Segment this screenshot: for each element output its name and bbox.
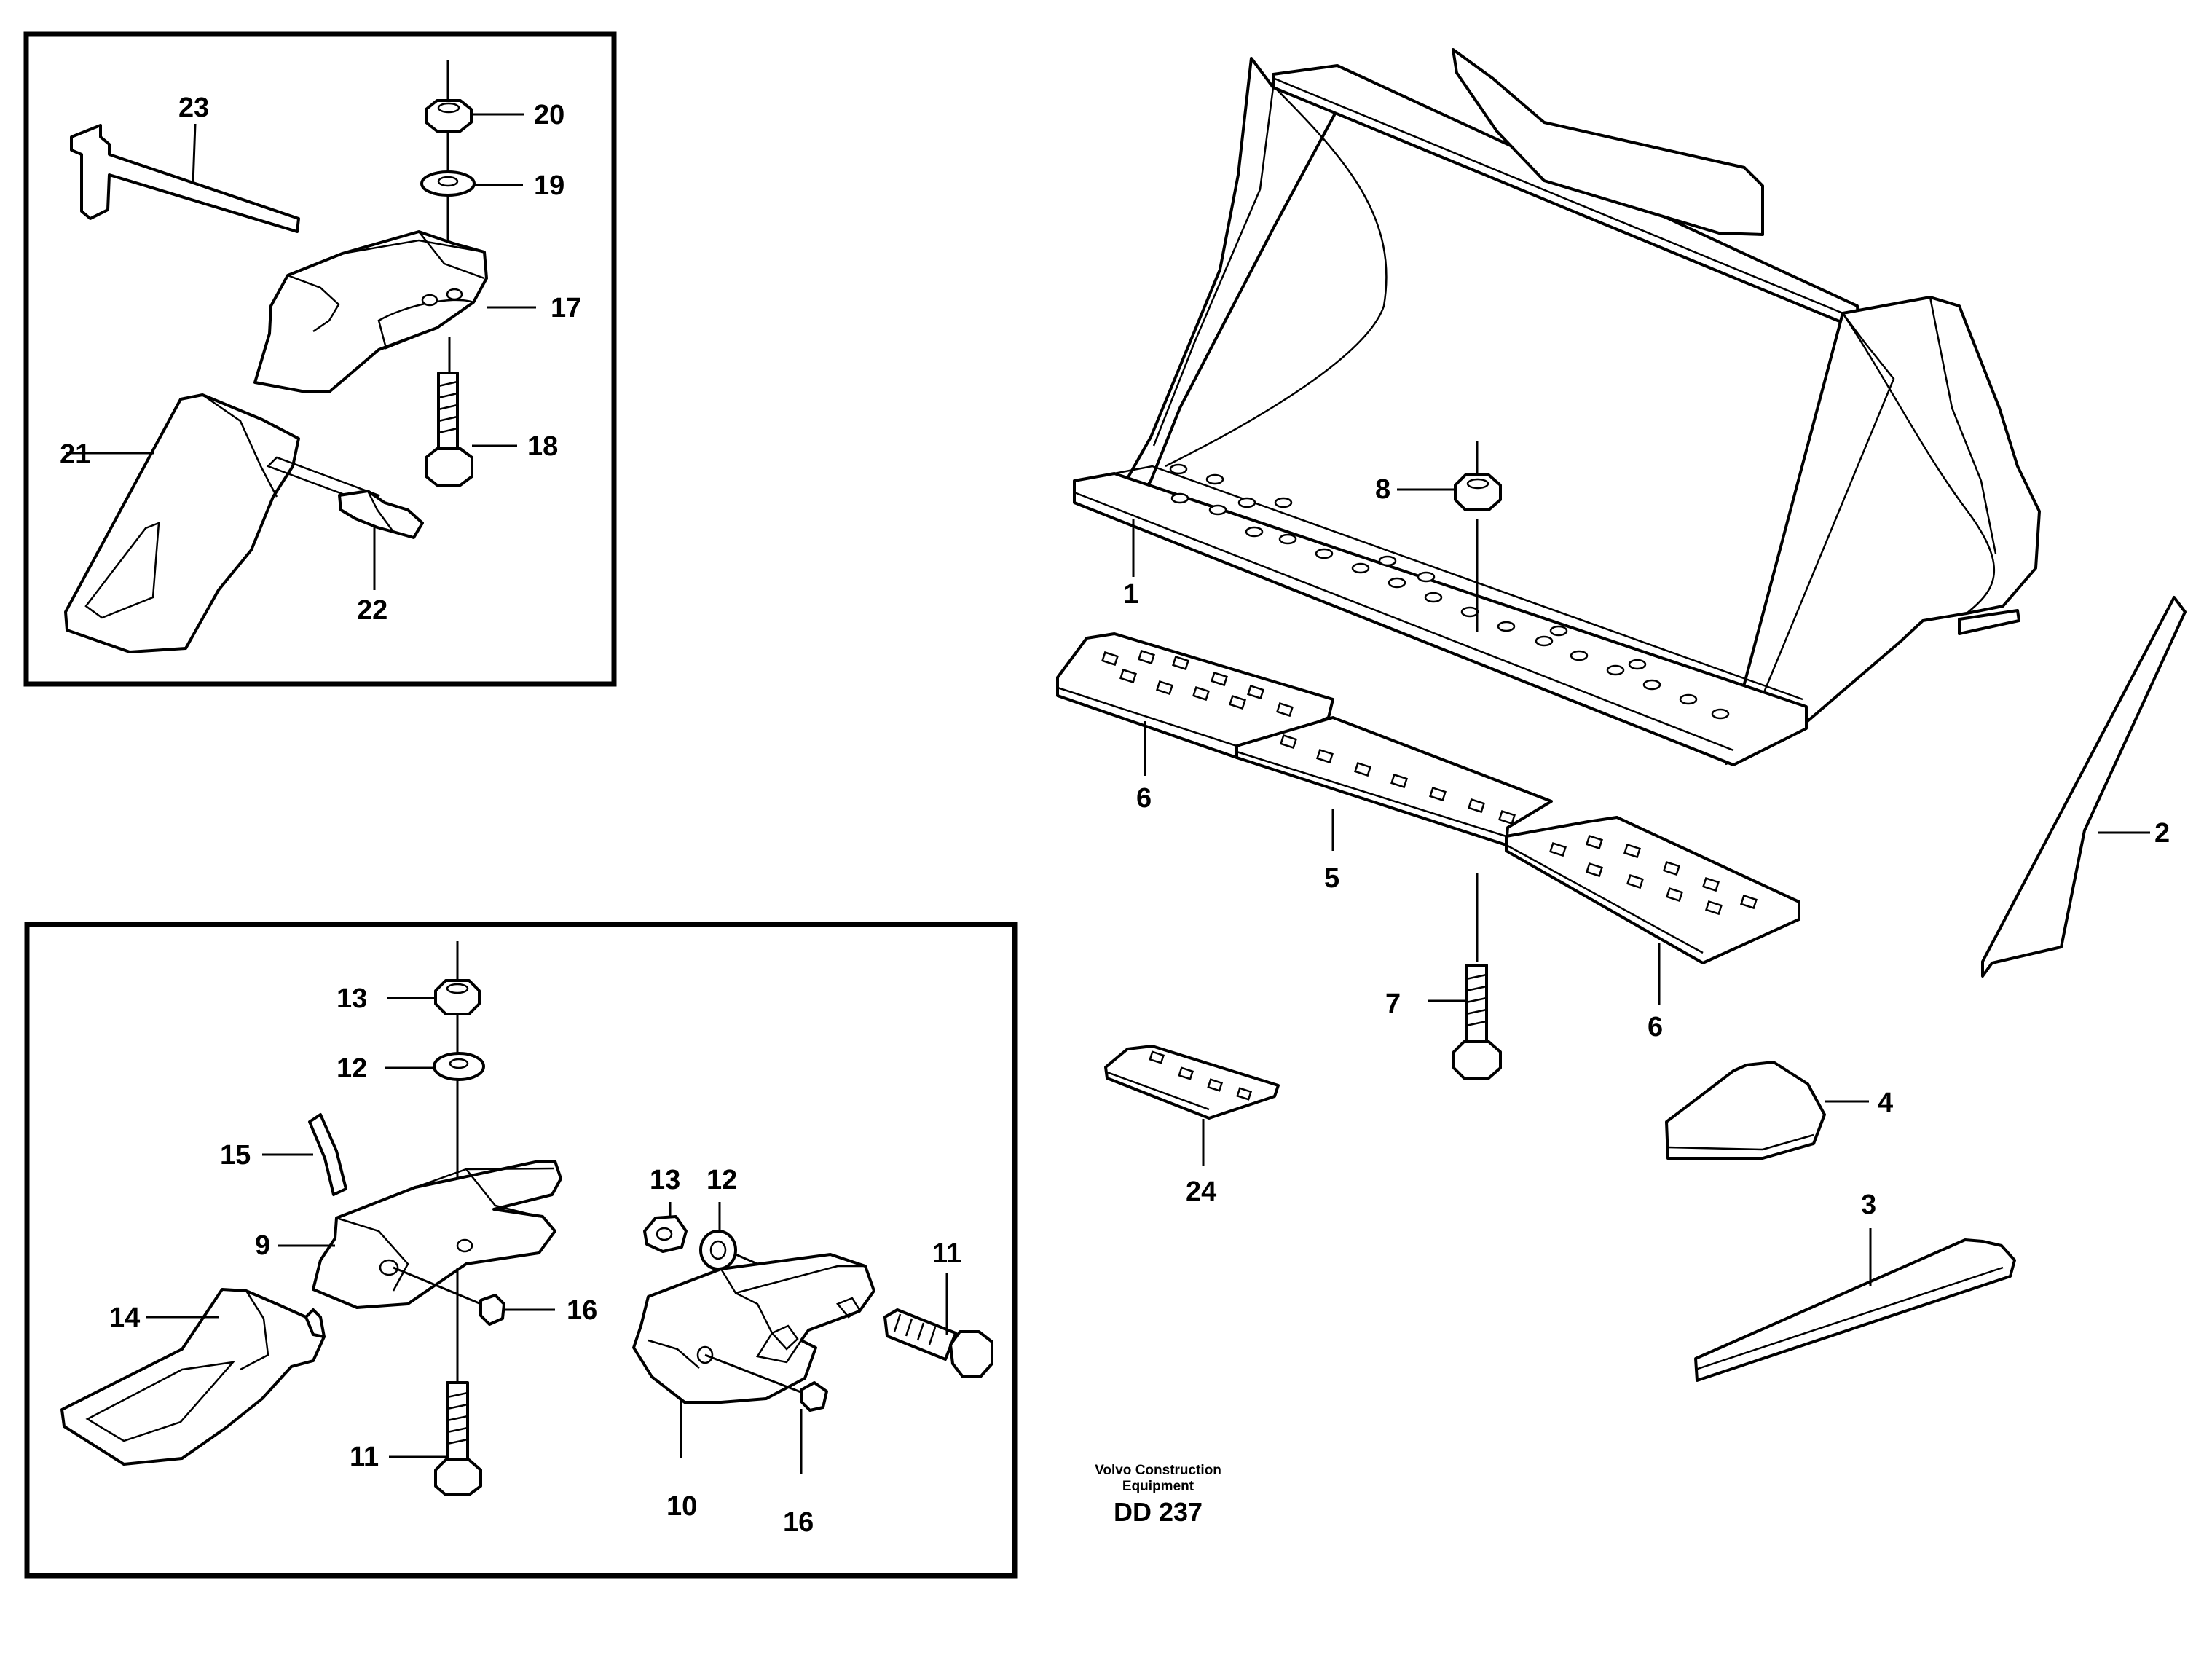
callout-16-left: 16 (567, 1295, 597, 1326)
callout-11-right: 11 (932, 1238, 961, 1269)
callout-13-right: 13 (650, 1165, 680, 1195)
adapter-part-10 (632, 1253, 875, 1404)
wear-strip-part-3 (1694, 1238, 2016, 1382)
callout-24: 24 (1186, 1176, 1216, 1207)
retainer-part-22 (266, 456, 424, 539)
lock-bolt-part-16-right (800, 1381, 828, 1412)
plate-part-4 (1665, 1061, 1826, 1160)
inset-frame-top (23, 31, 617, 687)
caption-company-line1: Volvo Construction (1095, 1463, 1221, 1478)
callout-18: 18 (527, 431, 558, 462)
callout-21: 21 (60, 439, 90, 470)
inset-frame-bottom (24, 922, 1018, 1579)
callout-12-left: 12 (336, 1053, 367, 1084)
callout-16-right: 16 (783, 1507, 814, 1538)
callout-20: 20 (534, 100, 564, 130)
callout-3: 3 (1861, 1190, 1876, 1220)
tooth-part-14 (60, 1288, 326, 1466)
callout-17: 17 (551, 293, 581, 323)
bolt-part-11-right (883, 1308, 993, 1378)
lock-part-15 (308, 1113, 347, 1196)
callout-11-left: 11 (350, 1442, 379, 1472)
edge-segment-part-6-left (1056, 632, 1334, 759)
callout-19: 19 (534, 170, 564, 201)
callout-13-left: 13 (336, 983, 367, 1014)
side-cutter-part-2 (1981, 596, 2187, 978)
callout-8: 8 (1375, 474, 1390, 505)
adapter-part-9 (312, 1160, 562, 1309)
callout-9: 9 (255, 1230, 270, 1261)
callout-23: 23 (178, 93, 209, 123)
caption-drawing-code: DD 237 (1114, 1497, 1203, 1527)
callout-1: 1 (1123, 579, 1138, 610)
callout-12-right: 12 (706, 1165, 737, 1195)
nut-part-20 (425, 99, 473, 133)
nut-part-8 (1454, 473, 1502, 511)
bolt-part-7 (1452, 964, 1502, 1080)
callout-6-right: 6 (1648, 1012, 1663, 1042)
callout-2: 2 (2154, 818, 2170, 849)
pin-part-23 (70, 124, 300, 233)
bolt-part-11-left (434, 1381, 482, 1496)
edge-segment-part-5 (1235, 716, 1553, 846)
callout-14: 14 (109, 1302, 140, 1333)
callout-10: 10 (666, 1491, 697, 1522)
callout-6-left: 6 (1136, 783, 1152, 814)
bolt-part-18 (425, 372, 473, 487)
callout-4: 4 (1878, 1088, 1893, 1118)
callout-5: 5 (1324, 863, 1339, 894)
callout-7: 7 (1385, 989, 1401, 1019)
edge-segment-part-6-right (1505, 816, 1800, 964)
bucket-part-1 (1073, 48, 2041, 766)
segment-part-24 (1104, 1045, 1280, 1120)
adapter-part-17 (253, 230, 488, 393)
callout-15: 15 (220, 1140, 251, 1171)
caption-company-line2: Equipment (1122, 1479, 1194, 1494)
callout-22: 22 (357, 595, 387, 626)
lock-bolt-part-16-left (479, 1294, 505, 1326)
tooth-part-21 (64, 393, 300, 653)
